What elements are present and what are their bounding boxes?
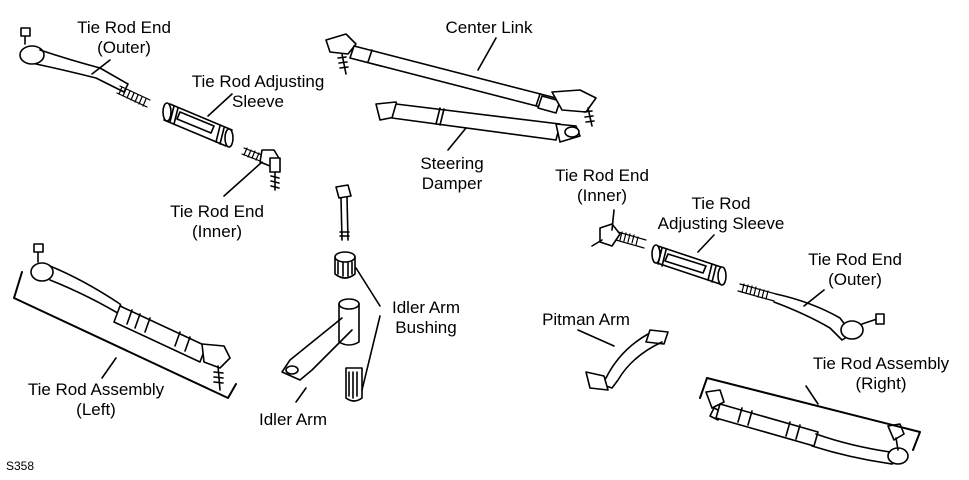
tie-rod-assembly-left-part: [30, 243, 231, 391]
leader-tre-inner-right: [611, 209, 615, 231]
figure-code: S358: [6, 459, 35, 473]
tie-rod-end-outer-right-part: [737, 283, 885, 341]
assembly-brackets: [13, 271, 921, 451]
label-idler-arm: Idler Arm: [258, 410, 328, 429]
leader-center-link: [477, 37, 497, 71]
center-link-part: [325, 33, 597, 127]
leader-steering-damper: [447, 127, 467, 151]
leader-lines: [91, 37, 825, 405]
idler-bushing-upper-part: [334, 251, 356, 279]
leader-pitman-arm: [577, 329, 615, 347]
adjusting-sleeve-left-part: [162, 102, 234, 148]
adjusting-sleeve-right-part: [651, 244, 727, 286]
leader-idler-bushing-lower: [361, 315, 381, 391]
label-center-link: Center Link: [445, 18, 533, 37]
tie-rod-end-inner-left-part: [241, 147, 281, 191]
idler-bushing-lower-part: [345, 367, 363, 402]
idler-arm-bolt-part: [335, 184, 352, 241]
label-tie-rod-assembly-left: Tie Rod Assembly(Left): [27, 380, 165, 419]
leader-assembly-left: [101, 357, 117, 379]
bracket-left: [13, 271, 237, 399]
leader-adj-sleeve-left: [207, 93, 233, 117]
tie-rod-end-inner-right-part: [591, 223, 647, 249]
tie-rod-assembly-right-part: [705, 389, 909, 465]
label-tie-rod-end-outer-right: Tie Rod End(Outer): [808, 250, 902, 289]
bracket-right: [699, 377, 921, 451]
label-pitman-arm: Pitman Arm: [542, 310, 630, 329]
pitman-arm-part: [585, 329, 669, 391]
leader-tre-inner-left: [223, 161, 263, 197]
leader-idler-arm: [295, 387, 307, 403]
leader-adj-sleeve-right: [697, 234, 715, 253]
idler-arm-part: [281, 298, 360, 381]
label-tie-rod-end-inner-right: Tie Rod End(Inner): [555, 166, 649, 205]
label-tie-rod-end-inner-left: Tie Rod End(Inner): [170, 202, 264, 241]
leader-assembly-right: [805, 385, 819, 405]
leader-tre-outer-right: [803, 289, 825, 307]
leader-idler-bushing-upper: [355, 267, 381, 307]
tie-rod-end-outer-left-part: [19, 27, 151, 108]
steering-damper-part: [375, 101, 581, 143]
label-tie-rod-end-outer-left: Tie Rod End(Outer): [77, 18, 171, 57]
label-tie-rod-assembly-right: Tie Rod Assembly(Right): [812, 354, 950, 393]
leader-tre-outer-left: [91, 59, 111, 75]
